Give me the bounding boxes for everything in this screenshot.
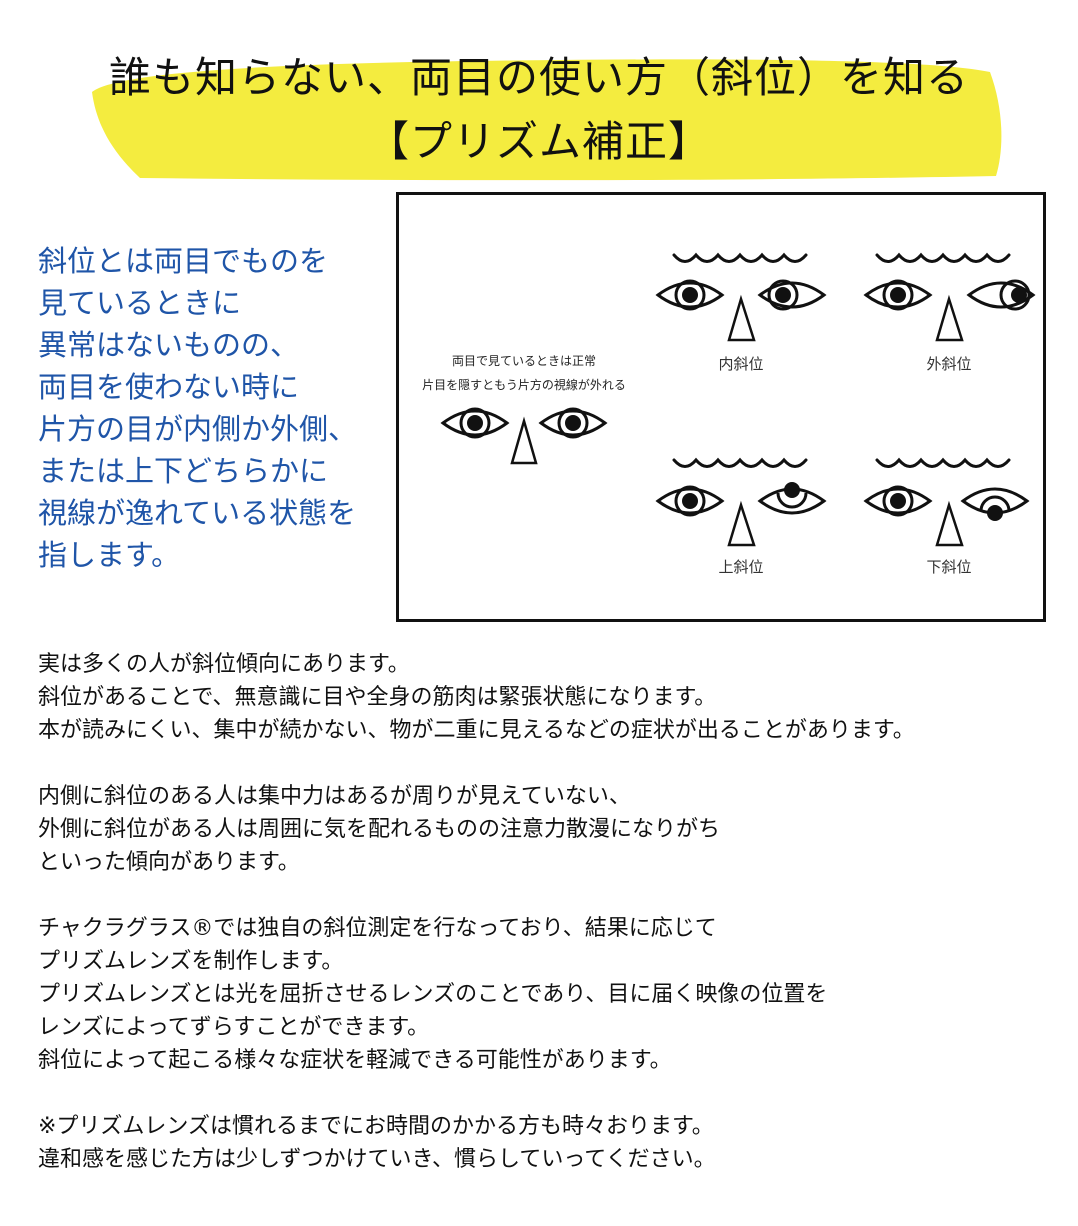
nose-icon xyxy=(510,416,538,465)
page-title: 誰も知らない、両目の使い方（斜位）を知る xyxy=(108,53,969,102)
eye-icon xyxy=(656,485,724,517)
title-banner: 誰も知らない、両目の使い方（斜位）を知る 【プリズム補正】 xyxy=(0,0,1078,190)
eye-icon xyxy=(967,279,1035,311)
page-subtitle: 【プリズム補正】 xyxy=(366,117,711,166)
text-line: 実は多くの人が斜位傾向にあります。 xyxy=(38,652,410,677)
inner-phoria-face: 内斜位 xyxy=(656,253,826,373)
intro-line: 見ているときに xyxy=(38,286,242,320)
eye-icon xyxy=(539,407,607,439)
outer-phoria-face: 外斜位 xyxy=(864,253,1035,373)
text-line: 内側に斜位のある人は集中力はあるが周りが見えていない、 xyxy=(38,784,631,809)
eye-icon xyxy=(656,279,724,311)
text-line: ※プリズムレンズは慣れるまでにお時間のかかる方も時々おります。 xyxy=(38,1114,714,1139)
text-line: プリズムレンズとは光を屈折させるレンズのことであり、目に届く映像の位置を xyxy=(38,982,828,1007)
inner-phoria-label: 内斜位 xyxy=(718,355,763,373)
eye-icon xyxy=(758,279,826,311)
text-line: チャクラグラス®では独自の斜位測定を行なっており、結果に応じて xyxy=(38,916,717,941)
intro-line: または上下どちらかに xyxy=(38,454,329,488)
outer-phoria-label: 外斜位 xyxy=(926,355,971,373)
text-line: プリズムレンズを制作します。 xyxy=(38,949,344,974)
nose-icon xyxy=(935,294,964,342)
text-line: 外側に斜位がある人は周囲に気を配れるものの注意力散漫になりがち xyxy=(38,817,721,842)
intro-text: 斜位とは両目でものを 見ているときに 異常はないものの、 両目を使わない時に 片… xyxy=(38,240,388,576)
text-line: 斜位によって起こる様々な症状を軽減できる可能性があります。 xyxy=(38,1048,672,1073)
intro-line: 片方の目が内側か外側、 xyxy=(38,412,358,446)
normal-caption-1: 両目で見ているときは正常 xyxy=(452,354,596,368)
paragraph: 内側に斜位のある人は集中力はあるが周りが見えていない、 外側に斜位がある人は周囲… xyxy=(38,780,1068,879)
intro-line: 両目を使わない時に xyxy=(38,370,300,404)
intro-line: 斜位とは両目でものを xyxy=(38,244,329,278)
lower-phoria-label: 下斜位 xyxy=(926,558,971,576)
upper-phoria-label: 上斜位 xyxy=(718,558,763,576)
text-line: レンズによってずらすことができます。 xyxy=(38,1015,430,1040)
nose-icon xyxy=(727,500,756,547)
phoria-diagram-svg: 両目で見ているときは正常 片目を隠すともう片方の視線が外れる xyxy=(422,253,1035,576)
nose-icon xyxy=(727,294,756,342)
text-line: 本が読みにくい、集中が続かない、物が二重に見えるなどの症状が出ることがあります。 xyxy=(38,718,915,743)
eye-icon xyxy=(758,482,826,515)
paragraph: ※プリズムレンズは慣れるまでにお時間のかかる方も時々おります。 違和感を感じた方… xyxy=(38,1110,1068,1176)
eye-icon xyxy=(864,279,932,311)
phoria-diagram: 両目で見ているときは正常 片目を隠すともう片方の視線が外れる xyxy=(396,192,1046,622)
paragraph: チャクラグラス®では独自の斜位測定を行なっており、結果に応じて プリズムレンズを… xyxy=(38,912,1068,1077)
text-line: 違和感を感じた方は少しずつかけていき、慣らしていってください。 xyxy=(38,1147,716,1172)
normal-face: 両目で見ているときは正常 片目を隠すともう片方の視線が外れる xyxy=(422,354,626,465)
eye-icon xyxy=(441,407,509,439)
upper-phoria-face: 上斜位 xyxy=(656,458,826,576)
nose-icon xyxy=(935,500,964,547)
intro-line: 指します。 xyxy=(38,538,181,572)
body-text: 実は多くの人が斜位傾向にあります。 斜位があることで、無意識に目や全身の筋肉は緊… xyxy=(38,648,1068,1209)
paragraph: 実は多くの人が斜位傾向にあります。 斜位があることで、無意識に目や全身の筋肉は緊… xyxy=(38,648,1068,747)
intro-line: 異常はないものの、 xyxy=(38,328,300,362)
eye-icon xyxy=(961,487,1029,521)
intro-line: 視線が逸れている状態を xyxy=(38,496,357,530)
lower-phoria-face: 下斜位 xyxy=(864,458,1029,576)
title-highlight-shape xyxy=(92,59,1002,181)
text-line: といった傾向があります。 xyxy=(38,850,300,875)
normal-caption-2: 片目を隠すともう片方の視線が外れる xyxy=(422,377,626,392)
eye-icon xyxy=(864,485,932,517)
text-line: 斜位があることで、無意識に目や全身の筋肉は緊張状態になります。 xyxy=(38,685,717,710)
